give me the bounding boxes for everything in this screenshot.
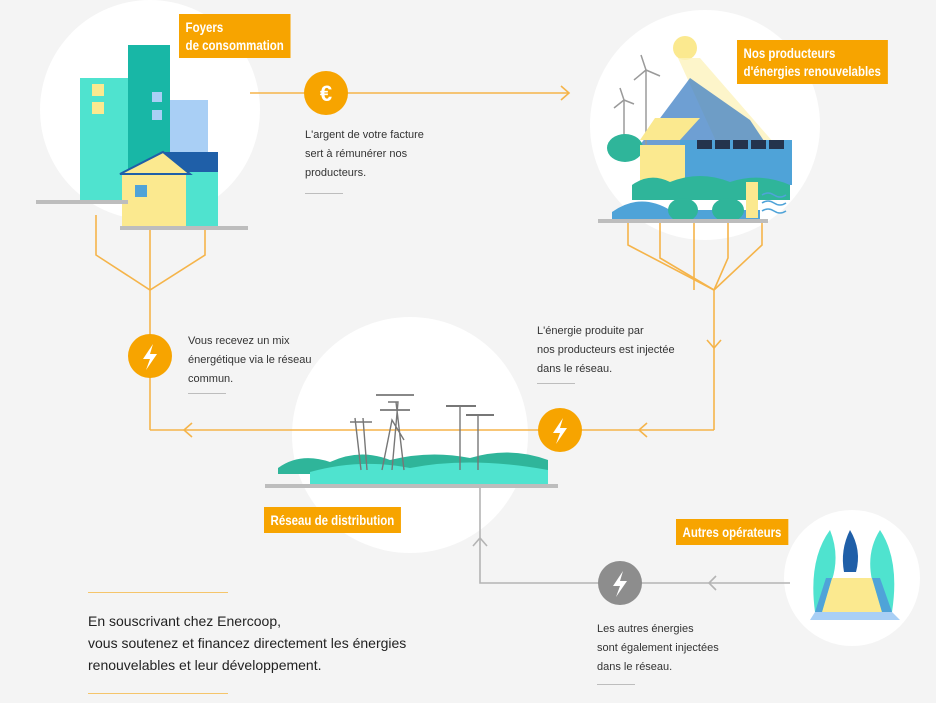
others-caption: Les autres énergies sont également injec… <box>597 623 719 673</box>
bill-caption-rule <box>305 193 343 194</box>
intro-bottom-rule <box>88 693 228 694</box>
bolt-badge-left <box>128 334 172 378</box>
mix-caption: Vous recevez un mix énergétique via le r… <box>188 335 312 385</box>
producers-label-line1: Nos producteurs <box>743 45 836 61</box>
lightning-bolt-icon <box>613 571 627 597</box>
producers-illustration <box>598 36 792 223</box>
bolt-badge-right <box>538 408 582 452</box>
lightning-bolt-icon <box>143 344 157 370</box>
grid-label: Réseau de distribution <box>264 507 401 533</box>
intro-top-rule <box>88 592 228 593</box>
mix-caption-rule <box>188 393 226 394</box>
grid-bg-circle <box>292 317 528 553</box>
grid-illustration <box>265 394 558 488</box>
other-operators-flow <box>472 488 790 591</box>
injected-caption: L'énergie produite par nos producteurs e… <box>537 325 675 375</box>
homes-illustration <box>36 45 248 230</box>
homes-label-line1: Foyers <box>185 19 224 35</box>
lightning-bolt-icon <box>553 418 567 444</box>
producers-label-line2: d'énergies renouvelables <box>743 63 881 79</box>
bolt-badge-gray <box>598 561 642 605</box>
others-caption-rule <box>597 684 635 685</box>
euro-icon: € <box>320 81 332 106</box>
bill-caption: L'argent de votre facture sert à rémunér… <box>305 129 424 179</box>
euro-badge: € <box>304 71 348 115</box>
homes-label-line2: de consommation <box>185 37 284 53</box>
injected-caption-rule <box>537 383 575 384</box>
other-operators-illustration <box>810 530 900 620</box>
producers-label: Nos producteurs d'énergies renouvelables <box>737 40 888 84</box>
others-label: Autres opérateurs <box>676 519 789 545</box>
homes-label: Foyers de consommation <box>179 14 291 58</box>
intro-text: En souscrivant chez Enercoop, vous soute… <box>88 613 407 673</box>
